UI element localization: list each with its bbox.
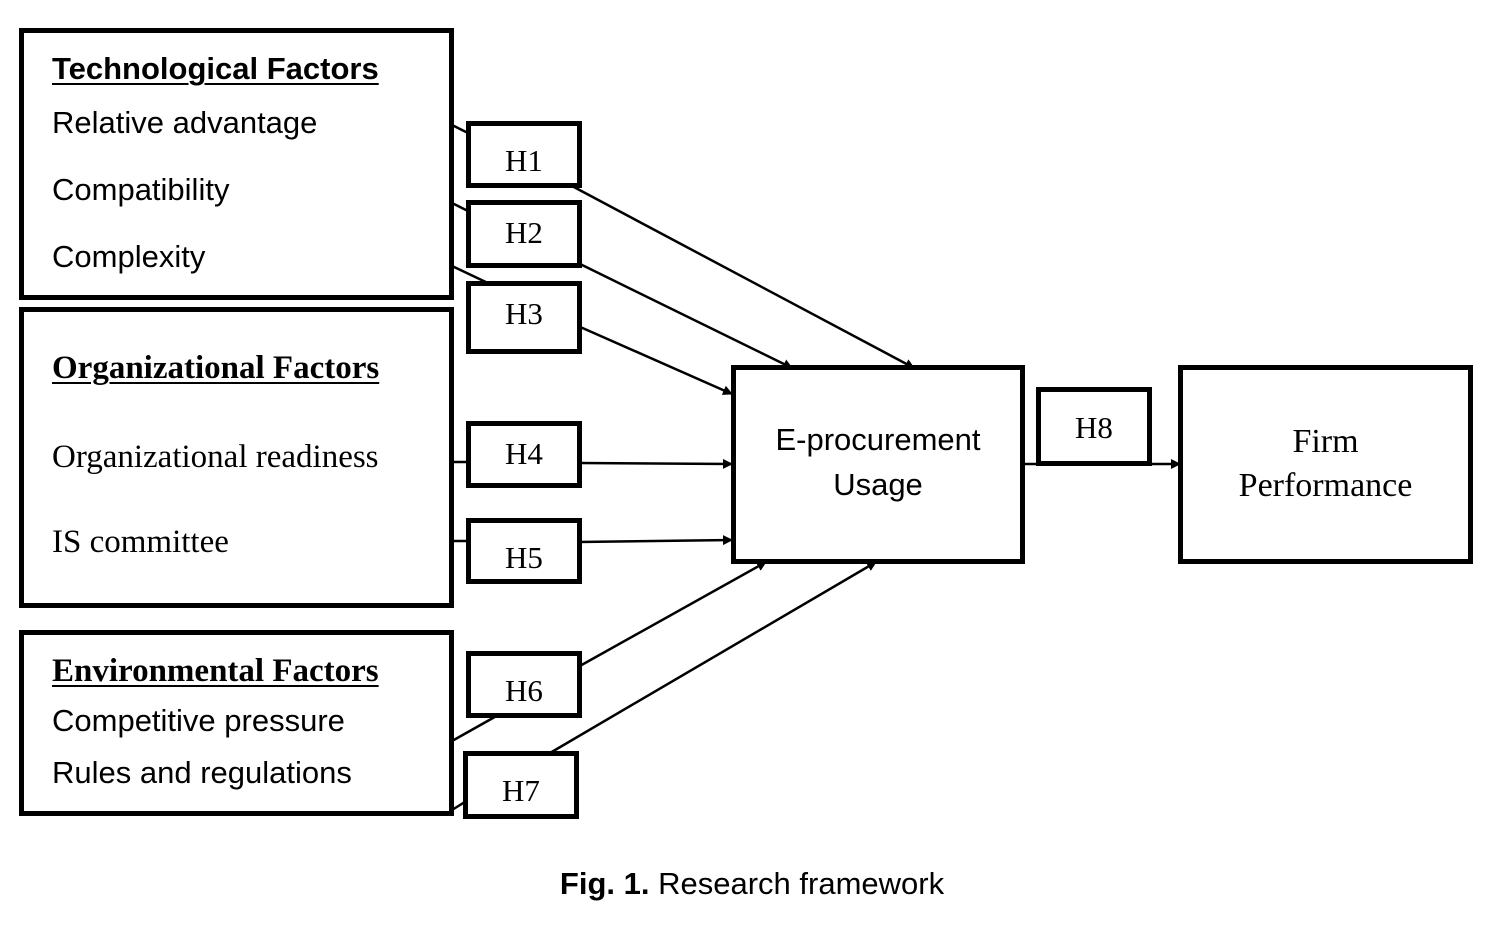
hypothesis-h8: H8 bbox=[1036, 387, 1152, 466]
arrow-h1 bbox=[571, 184, 915, 370]
outcome-line1: Firm bbox=[1292, 423, 1359, 460]
environmental-factors-box: Environmental Factors Competitive pressu… bbox=[19, 630, 454, 816]
figure-caption: Fig. 1. Research framework bbox=[0, 866, 1504, 902]
factor-rules-and-regulations: Rules and regulations bbox=[52, 755, 352, 790]
technological-factors-box: Technological Factors Relative advantage… bbox=[19, 28, 454, 300]
hypothesis-h5: H5 bbox=[466, 518, 582, 584]
factor-organizational-readiness: Organizational readiness bbox=[52, 439, 379, 475]
factor-competitive-pressure: Competitive pressure bbox=[52, 703, 345, 738]
arrow-h5 bbox=[577, 535, 733, 546]
hypothesis-h4: H4 bbox=[466, 421, 582, 488]
mediator-line2: Usage bbox=[833, 467, 923, 502]
leader-h2 bbox=[451, 201, 469, 213]
hypothesis-h3: H3 bbox=[466, 281, 582, 354]
e-procurement-usage-box: E-procurement Usage bbox=[731, 365, 1025, 564]
arrow-h4 bbox=[577, 458, 733, 469]
outcome-line2: Performance bbox=[1238, 467, 1413, 504]
firm-performance-box: Firm Performance bbox=[1178, 365, 1473, 564]
arrow-h2 bbox=[577, 261, 793, 370]
arrow-h7 bbox=[549, 560, 877, 755]
caption-text: Research framework bbox=[658, 866, 945, 901]
organizational-factors-title: Organizational Factors bbox=[52, 350, 380, 386]
caption-label: Fig. 1. bbox=[559, 866, 650, 901]
arrow-h3 bbox=[577, 324, 733, 396]
leader-h6 bbox=[451, 712, 501, 743]
technological-factors-title: Technological Factors bbox=[52, 51, 379, 86]
arrow-h6 bbox=[577, 560, 767, 669]
hypothesis-h1: H1 bbox=[466, 121, 582, 188]
environmental-factors-title: Environmental Factors bbox=[52, 653, 379, 689]
factor-compatibility: Compatibility bbox=[52, 172, 230, 207]
organizational-factors-box: Organizational Factors Organizational re… bbox=[19, 307, 454, 608]
factor-complexity: Complexity bbox=[52, 239, 206, 274]
mediator-line1: E-procurement bbox=[775, 422, 981, 457]
factor-relative-advantage: Relative advantage bbox=[52, 105, 318, 140]
hypothesis-h7: H7 bbox=[463, 751, 579, 819]
hypothesis-h6: H6 bbox=[466, 651, 582, 718]
hypothesis-h2: H2 bbox=[466, 200, 582, 268]
leader-h1 bbox=[451, 123, 469, 135]
factor-is-committee: IS committee bbox=[52, 524, 229, 560]
